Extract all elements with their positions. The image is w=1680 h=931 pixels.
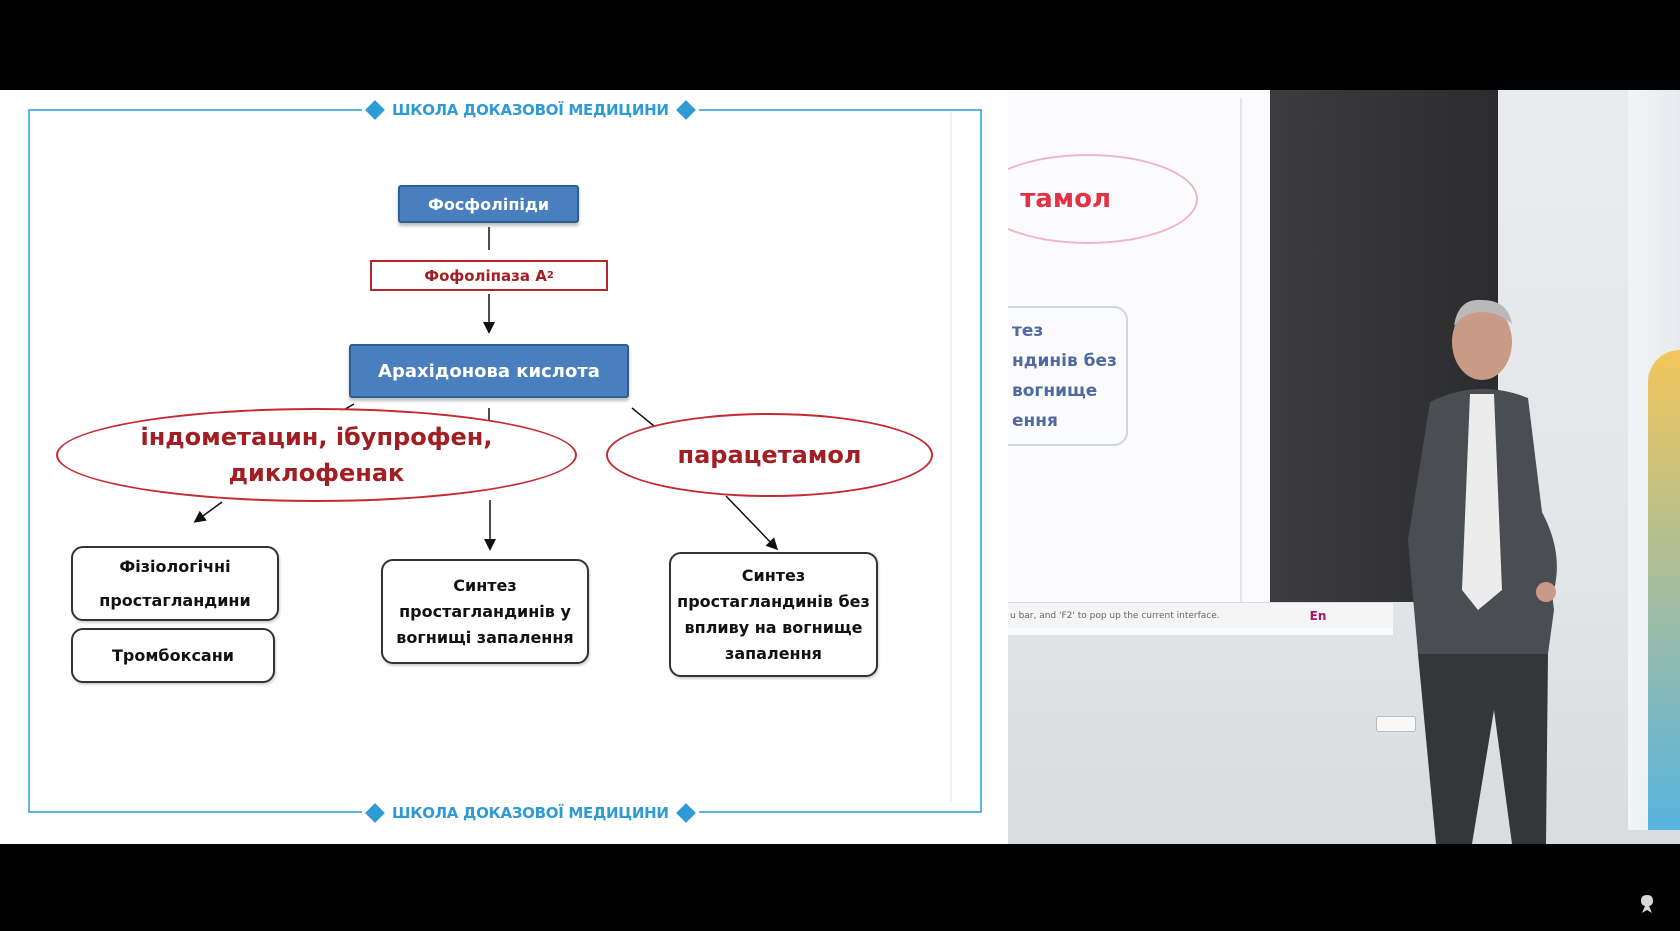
channel-logo-icon[interactable] — [1636, 893, 1658, 915]
wall-banner-stripe — [1648, 350, 1680, 830]
diamond-icon — [675, 100, 696, 120]
speaker-figure — [1408, 299, 1557, 844]
nsaids-line-2: диклофенак — [228, 459, 405, 487]
slide-footer-text: ШКОЛА ДОКАЗОВОЇ МЕДИЦИНИ — [392, 804, 669, 822]
projected-slide-edge — [1240, 98, 1242, 608]
nsaids-line-1: індометацин, ібупрофен, — [140, 423, 493, 451]
phospholipase-label: Фофоліпаза А — [424, 266, 547, 285]
projected-language-indicator: En — [1309, 608, 1327, 623]
synth-noinfl-line-1: Синтез — [741, 565, 806, 585]
synth-infl-line-1: Синтез — [453, 575, 517, 595]
physio-line-1: Фізіологічні — [119, 556, 231, 576]
projected-box-line: тез — [1012, 321, 1044, 341]
phospholipids-box: Фосфоліпіди — [398, 185, 579, 223]
projected-box: тез ндинів без вогнище ення — [1008, 306, 1128, 446]
diamond-icon — [675, 803, 696, 823]
phospholipase-subscript: 2 — [546, 270, 554, 281]
projected-taskbar: u bar, and 'F2' to pop up the current in… — [1008, 602, 1393, 628]
projected-box-line: вогнище — [1012, 381, 1098, 401]
projected-ellipse: тамол — [1008, 154, 1198, 244]
synth-infl-line-2: простагландинів у — [399, 601, 571, 621]
camera-view: тамол тез ндинів без вогнище ення u bar,… — [1008, 90, 1680, 844]
arachidonic-acid-box: Арахідонова кислота — [349, 344, 629, 398]
diamond-icon — [365, 100, 385, 120]
nsaids-ellipse: індометацин, ібупрофен, диклофенак — [56, 408, 577, 502]
power-outlet — [1376, 716, 1416, 732]
physio-line-2: простагландини — [99, 590, 251, 610]
paracetamol-ellipse: парацетамол — [606, 413, 933, 497]
projected-box-line: ндинів без — [1012, 351, 1117, 371]
synth-noinfl-line-3: впливу на вогнище — [684, 617, 863, 637]
slide-edge — [950, 112, 952, 802]
synth-noinfl-line-4: запалення — [725, 643, 822, 663]
projected-hint-text: u bar, and 'F2' to pop up the current in… — [1010, 610, 1220, 621]
synth-infl-line-3: вогнищі запалення — [396, 627, 574, 647]
slide-header-text: ШКОЛА ДОКАЗОВОЇ МЕДИЦИНИ — [392, 101, 669, 119]
synthesis-no-inflammation-box: Синтез простагландинів без впливу на вог… — [669, 552, 878, 677]
projected-box-line: ення — [1012, 411, 1058, 431]
physiological-prostaglandins-box: Фізіологічні простагландини — [71, 546, 279, 621]
slide-footer: ШКОЛА ДОКАЗОВОЇ МЕДИЦИНИ — [362, 801, 699, 825]
synth-noinfl-line-2: простагландинів без — [677, 591, 870, 611]
synthesis-inflammation-box: Синтез простагландинів у вогнищі запален… — [381, 559, 589, 664]
diamond-icon — [365, 803, 385, 823]
thromboxanes-box: Тромбоксани — [71, 628, 275, 683]
slide-header: ШКОЛА ДОКАЗОВОЇ МЕДИЦИНИ — [362, 98, 699, 122]
